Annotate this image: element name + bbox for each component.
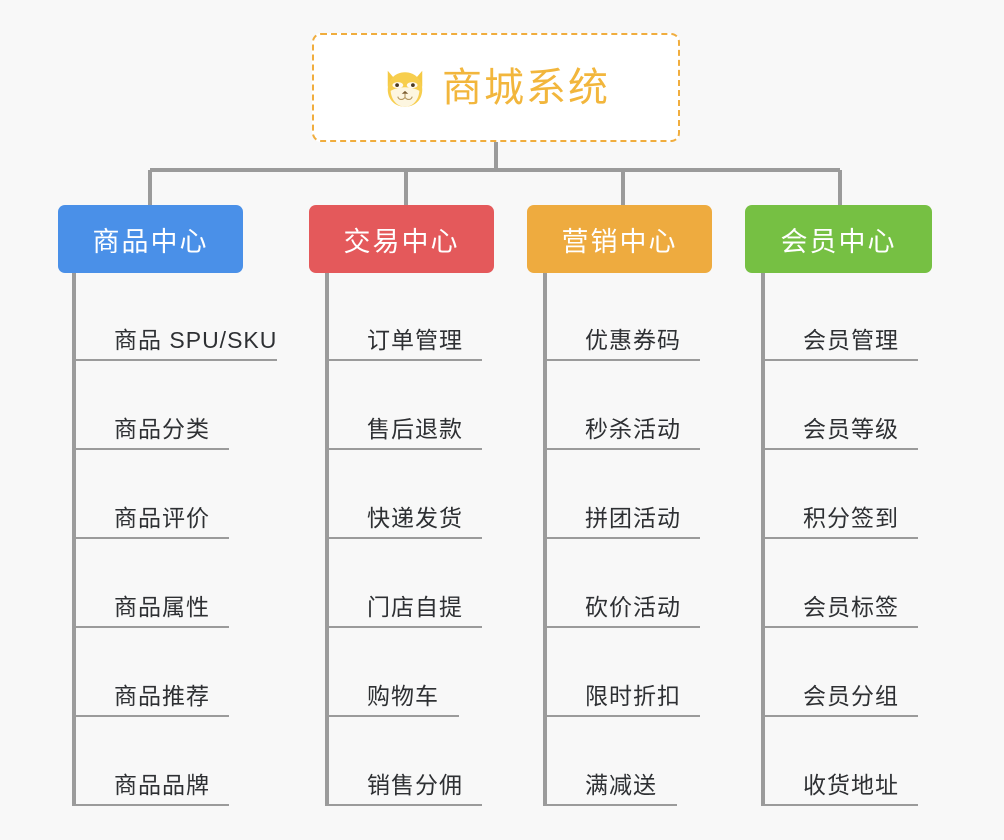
- branch-box-4[interactable]: 会员中心: [745, 205, 932, 273]
- leaf-item-4-4[interactable]: 会员标签: [763, 539, 918, 628]
- leaf-item-2-3[interactable]: 快递发货: [327, 450, 482, 539]
- leaf-label: 会员分组: [803, 682, 899, 709]
- leaf-item-4-5[interactable]: 会员分组: [763, 628, 918, 717]
- leaf-item-3-1[interactable]: 优惠券码: [545, 272, 700, 361]
- branch-label-3: 营销中心: [561, 226, 678, 257]
- leaf-item-1-3[interactable]: 商品评价: [74, 450, 229, 539]
- leaf-label: 商品品牌: [114, 771, 210, 798]
- leaf-item-1-2[interactable]: 商品分类: [74, 361, 229, 450]
- root-node[interactable]: 商城系统: [312, 33, 680, 142]
- leaf-item-2-2[interactable]: 售后退款: [327, 361, 482, 450]
- branch-label-2: 交易中心: [343, 226, 460, 257]
- leaf-item-1-1[interactable]: 商品 SPU/SKU: [74, 272, 277, 361]
- leaf-label: 商品属性: [114, 593, 210, 620]
- leaf-item-3-3[interactable]: 拼团活动: [545, 450, 700, 539]
- leaf-item-4-3[interactable]: 积分签到: [763, 450, 918, 539]
- leaf-label: 会员标签: [803, 593, 899, 620]
- leaf-item-2-1[interactable]: 订单管理: [327, 272, 482, 361]
- leaf-label: 售后退款: [367, 415, 463, 442]
- leaf-item-3-5[interactable]: 限时折扣: [545, 628, 700, 717]
- leaf-label: 商品 SPU/SKU: [114, 326, 278, 353]
- root-title: 商城系统: [442, 65, 610, 110]
- leaf-item-3-6[interactable]: 满减送: [545, 717, 677, 806]
- leaf-label: 会员管理: [803, 326, 899, 353]
- leaf-item-1-4[interactable]: 商品属性: [74, 539, 229, 628]
- leaf-label: 商品分类: [114, 415, 210, 442]
- leaf-label: 优惠券码: [585, 326, 681, 353]
- leaf-item-2-5[interactable]: 购物车: [327, 628, 459, 717]
- leaf-label: 限时折扣: [585, 682, 681, 709]
- leaf-label: 收货地址: [803, 771, 899, 798]
- leaf-label: 会员等级: [803, 415, 899, 442]
- leaf-label: 销售分佣: [367, 771, 463, 798]
- leaf-label: 商品推荐: [114, 682, 210, 709]
- leaf-label: 商品评价: [114, 504, 210, 531]
- leaf-label: 满减送: [585, 771, 657, 798]
- branch-box-1[interactable]: 商品中心: [58, 205, 243, 273]
- leaf-label: 拼团活动: [585, 504, 681, 531]
- leaf-label: 购物车: [367, 682, 439, 709]
- branch-label-1: 商品中心: [92, 226, 209, 257]
- branch-label-4: 会员中心: [780, 226, 897, 257]
- leaf-item-2-6[interactable]: 销售分佣: [327, 717, 482, 806]
- leaf-item-1-6[interactable]: 商品品牌: [74, 717, 229, 806]
- leaf-label: 积分签到: [803, 504, 899, 531]
- leaf-item-3-4[interactable]: 砍价活动: [545, 539, 700, 628]
- leaf-item-2-4[interactable]: 门店自提: [327, 539, 482, 628]
- branch-box-3[interactable]: 营销中心: [527, 205, 712, 273]
- branch-box-2[interactable]: 交易中心: [309, 205, 494, 273]
- leaf-label: 秒杀活动: [585, 415, 681, 442]
- leaf-item-4-2[interactable]: 会员等级: [763, 361, 918, 450]
- leaf-label: 快递发货: [367, 504, 463, 531]
- leaf-item-3-2[interactable]: 秒杀活动: [545, 361, 700, 450]
- leaf-item-4-6[interactable]: 收货地址: [763, 717, 918, 806]
- leaf-label: 砍价活动: [585, 593, 681, 620]
- leaf-label: 订单管理: [367, 326, 463, 353]
- dog-face-icon: [387, 70, 423, 107]
- leaf-item-4-1[interactable]: 会员管理: [763, 272, 918, 361]
- leaf-item-1-5[interactable]: 商品推荐: [74, 628, 229, 717]
- leaf-label: 门店自提: [367, 593, 463, 620]
